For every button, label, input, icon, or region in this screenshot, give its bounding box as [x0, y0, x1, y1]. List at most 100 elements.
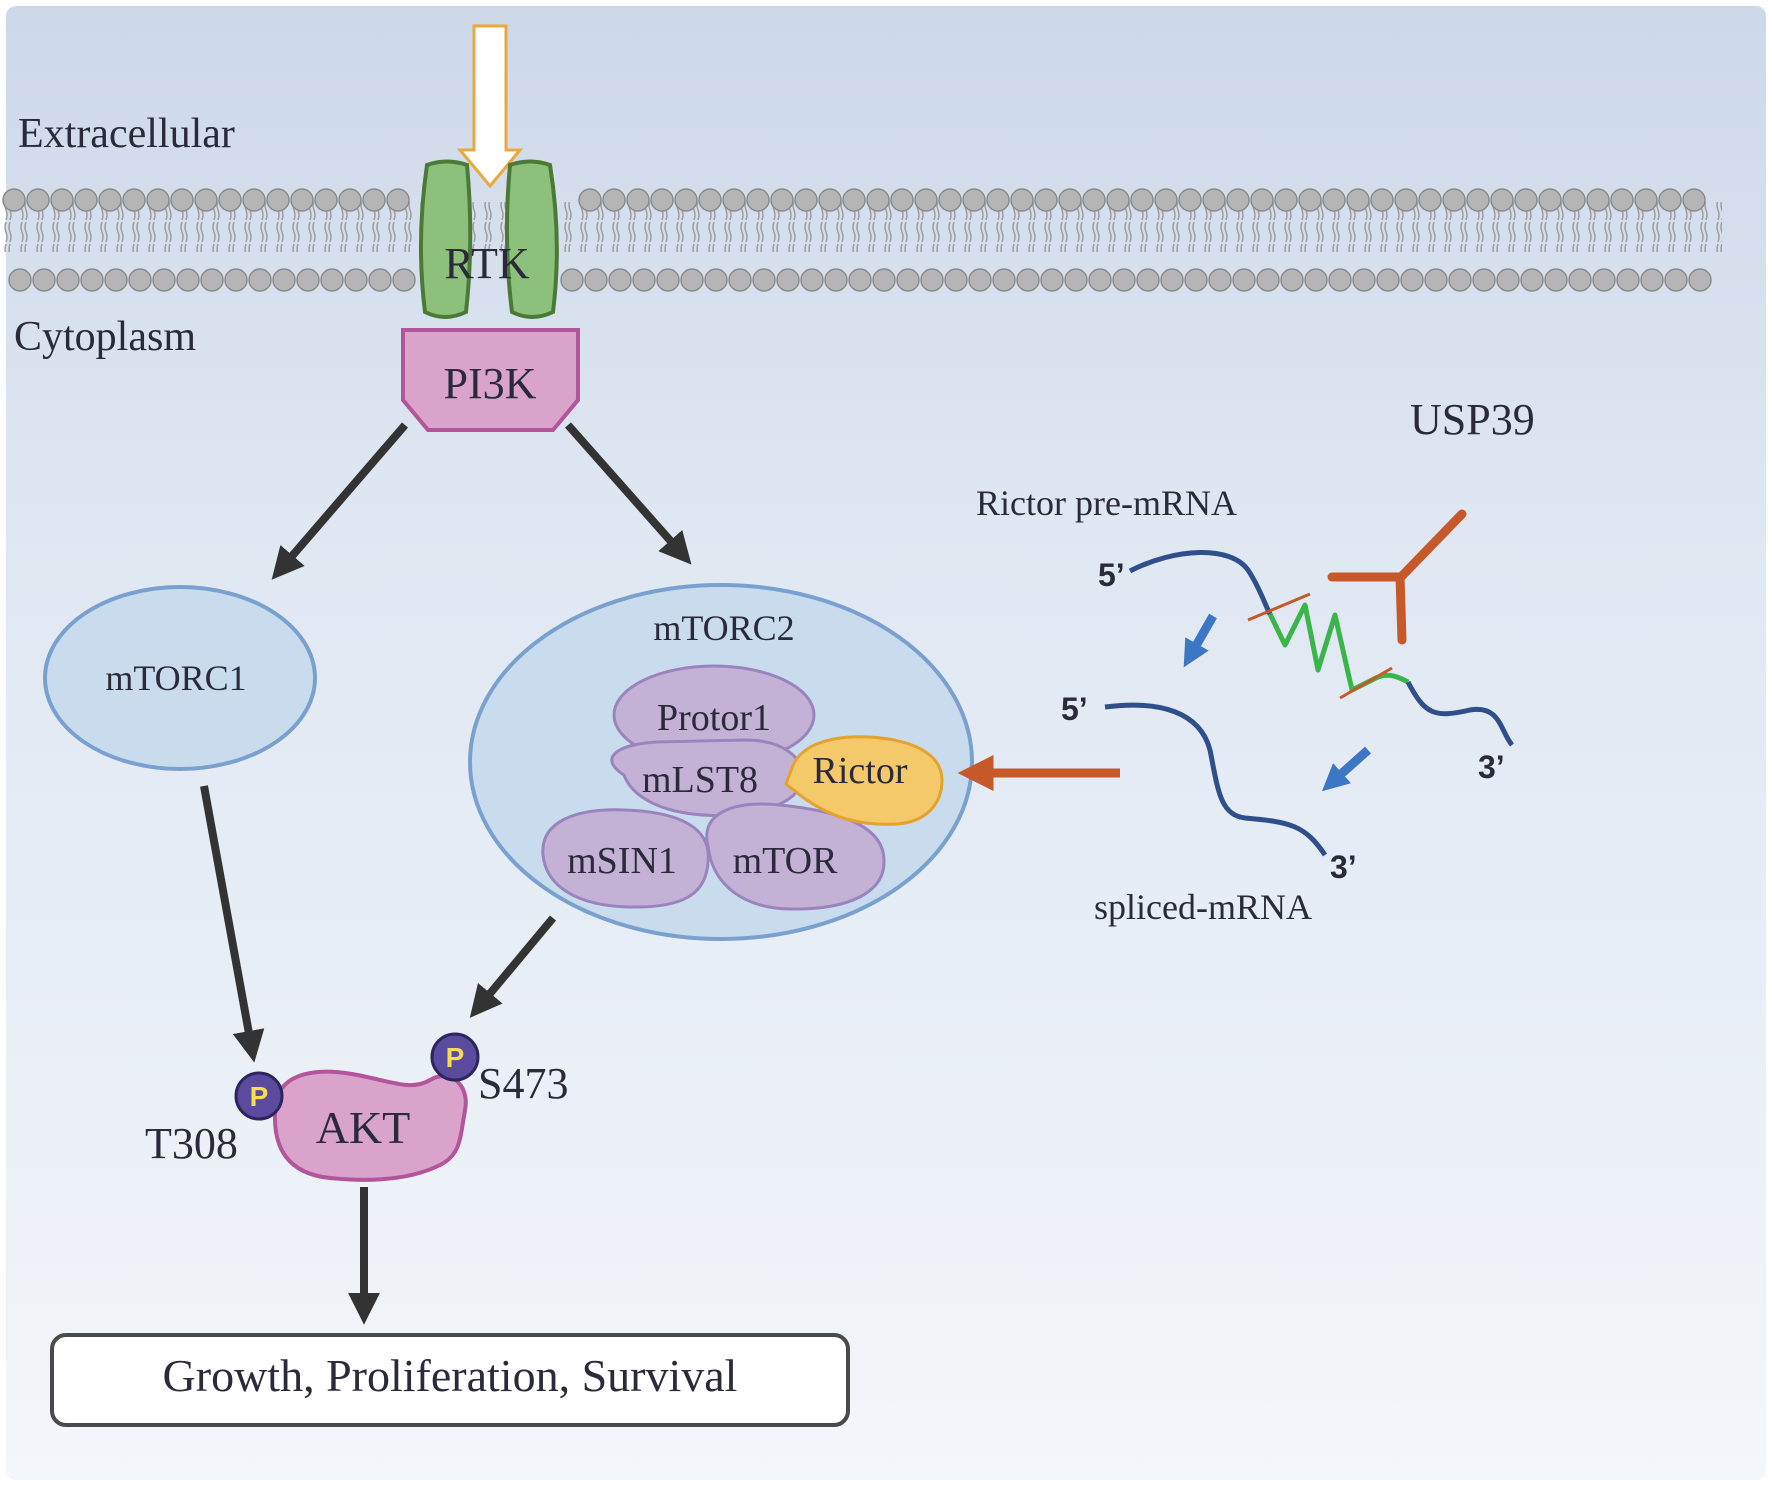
phospholipid-head-icon: [746, 188, 770, 212]
phospholipid-head-icon: [1136, 268, 1160, 292]
ligand-arrow-icon: [456, 24, 524, 189]
phospholipid-head-icon: [1058, 188, 1082, 212]
phospholipid-head-icon: [1592, 268, 1616, 292]
phospholipid-head-icon: [104, 268, 128, 292]
phospholipid-head-icon: [968, 268, 992, 292]
phospholipid-head-icon: [938, 188, 962, 212]
arrow-pi3k-to-mtorc1: [271, 422, 409, 580]
usp39-icon: [1327, 509, 1467, 645]
pi3k-label: PI3K: [444, 359, 537, 408]
phospholipid-head-icon: [74, 188, 98, 212]
spliced-5prime-label: 5’: [1061, 691, 1088, 727]
phospholipid-head-icon: [1274, 188, 1298, 212]
phosphate-t308-icon: [234, 1071, 284, 1121]
arrow-mtorc2-to-akt-s473: [469, 915, 557, 1018]
phospholipid-head-icon: [800, 268, 824, 292]
phospholipid-head-icon: [728, 268, 752, 292]
phospholipid-head-icon: [1490, 188, 1514, 212]
pre-mrna-3prime-label: 3’: [1478, 749, 1505, 785]
phospholipid-head-icon: [1034, 188, 1058, 212]
phospholipid-head-icon: [32, 268, 56, 292]
phospholipid-head-icon: [1232, 268, 1256, 292]
pi3k-node: PI3K: [401, 328, 580, 432]
spliced-3prime-label: 3’: [1330, 849, 1357, 885]
phospholipid-head-icon: [290, 188, 314, 212]
rtk-receptor: RTK: [418, 159, 559, 319]
phosphate-t308-symbol: P: [250, 1081, 269, 1112]
phospholipid-head-icon: [872, 268, 896, 292]
msin1-subunit: [541, 808, 710, 909]
phospholipid-head-icon: [560, 268, 584, 292]
phospholipid-head-icon: [842, 188, 866, 212]
phospholipid-head-icon: [698, 188, 722, 212]
phospholipid-head-icon: [650, 188, 674, 212]
phospholipid-head-icon: [1064, 268, 1088, 292]
phospholipid-head-icon: [344, 268, 368, 292]
phospholipid-head-icon: [224, 268, 248, 292]
phospholipid-head-icon: [914, 188, 938, 212]
splice-arrow-icon: [1321, 746, 1372, 792]
phospholipid-head-icon: [1640, 268, 1664, 292]
phospholipid-head-icon: [362, 188, 386, 212]
phospholipid-head-icon: [962, 188, 986, 212]
phospholipid-head-icon: [866, 188, 890, 212]
phospholipid-head-icon: [896, 268, 920, 292]
phospholipid-head-icon: [1418, 188, 1442, 212]
phospholipid-head-icon: [386, 188, 410, 212]
mtorc2-complex: mTORC2 Protor1 mLST8 mTOR mSIN1 Rictor: [468, 583, 974, 941]
membrane-heads-bottom: [8, 268, 1712, 292]
phospholipid-head-icon: [1088, 268, 1112, 292]
phospholipid-head-icon: [986, 188, 1010, 212]
cell-membrane: [2, 188, 1722, 292]
phospholipid-head-icon: [1184, 268, 1208, 292]
phospholipid-head-icon: [776, 268, 800, 292]
rtk-label: RTK: [444, 239, 530, 288]
pre-mrna-label: Rictor pre-mRNA: [976, 483, 1237, 523]
phospholipid-head-icon: [248, 268, 272, 292]
msin1-label: mSIN1: [567, 840, 677, 882]
phospholipid-head-icon: [890, 188, 914, 212]
phospholipid-head-icon: [824, 268, 848, 292]
phospholipid-head-icon: [1106, 188, 1130, 212]
phospholipid-head-icon: [1496, 268, 1520, 292]
phospholipid-head-icon: [266, 188, 290, 212]
mlst8-label: mLST8: [642, 759, 758, 801]
splice-site-mark-5prime: [1247, 592, 1311, 622]
phosphate-s473: P: [430, 1032, 480, 1082]
phospholipid-head-icon: [1280, 268, 1304, 292]
phospholipid-head-icon: [170, 188, 194, 212]
mtorc1-ellipse: [43, 585, 317, 771]
phospholipid-head-icon: [1328, 268, 1352, 292]
membrane-heads-top: [2, 188, 1706, 212]
mtor-subunit: [705, 802, 886, 911]
phospholipid-head-icon: [752, 268, 776, 292]
phospholipid-head-icon: [314, 188, 338, 212]
phospholipid-head-icon: [1448, 268, 1472, 292]
phospholipid-head-icon: [1472, 268, 1496, 292]
phospholipid-head-icon: [1610, 188, 1634, 212]
phospholipid-head-icon: [2, 188, 26, 212]
phospholipid-head-icon: [674, 188, 698, 212]
phospholipid-head-icon: [194, 188, 218, 212]
phospholipid-head-icon: [98, 188, 122, 212]
phospholipid-head-icon: [1160, 268, 1184, 292]
phospholipid-head-icon: [770, 188, 794, 212]
rtk-left-subunit-icon: [418, 159, 473, 319]
pi3k-shape: [401, 328, 580, 432]
arrow-pi3k-to-mtorc2: [565, 422, 692, 565]
phosphate-s473-symbol: P: [446, 1042, 465, 1073]
phospholipid-head-icon: [1442, 188, 1466, 212]
protor1-label: Protor1: [657, 697, 771, 739]
phospholipid-head-icon: [920, 268, 944, 292]
phospholipid-head-icon: [1664, 268, 1688, 292]
phospholipid-head-icon: [1082, 188, 1106, 212]
phospholipid-head-icon: [944, 268, 968, 292]
rictor-subunit: [784, 735, 944, 826]
phospholipid-head-icon: [1202, 188, 1226, 212]
phosphate-s473-icon: [430, 1032, 480, 1082]
phospholipid-head-icon: [632, 268, 656, 292]
phospholipid-head-icon: [626, 188, 650, 212]
phospholipid-head-icon: [584, 268, 608, 292]
phospholipid-head-icon: [50, 188, 74, 212]
phospholipid-head-icon: [818, 188, 842, 212]
